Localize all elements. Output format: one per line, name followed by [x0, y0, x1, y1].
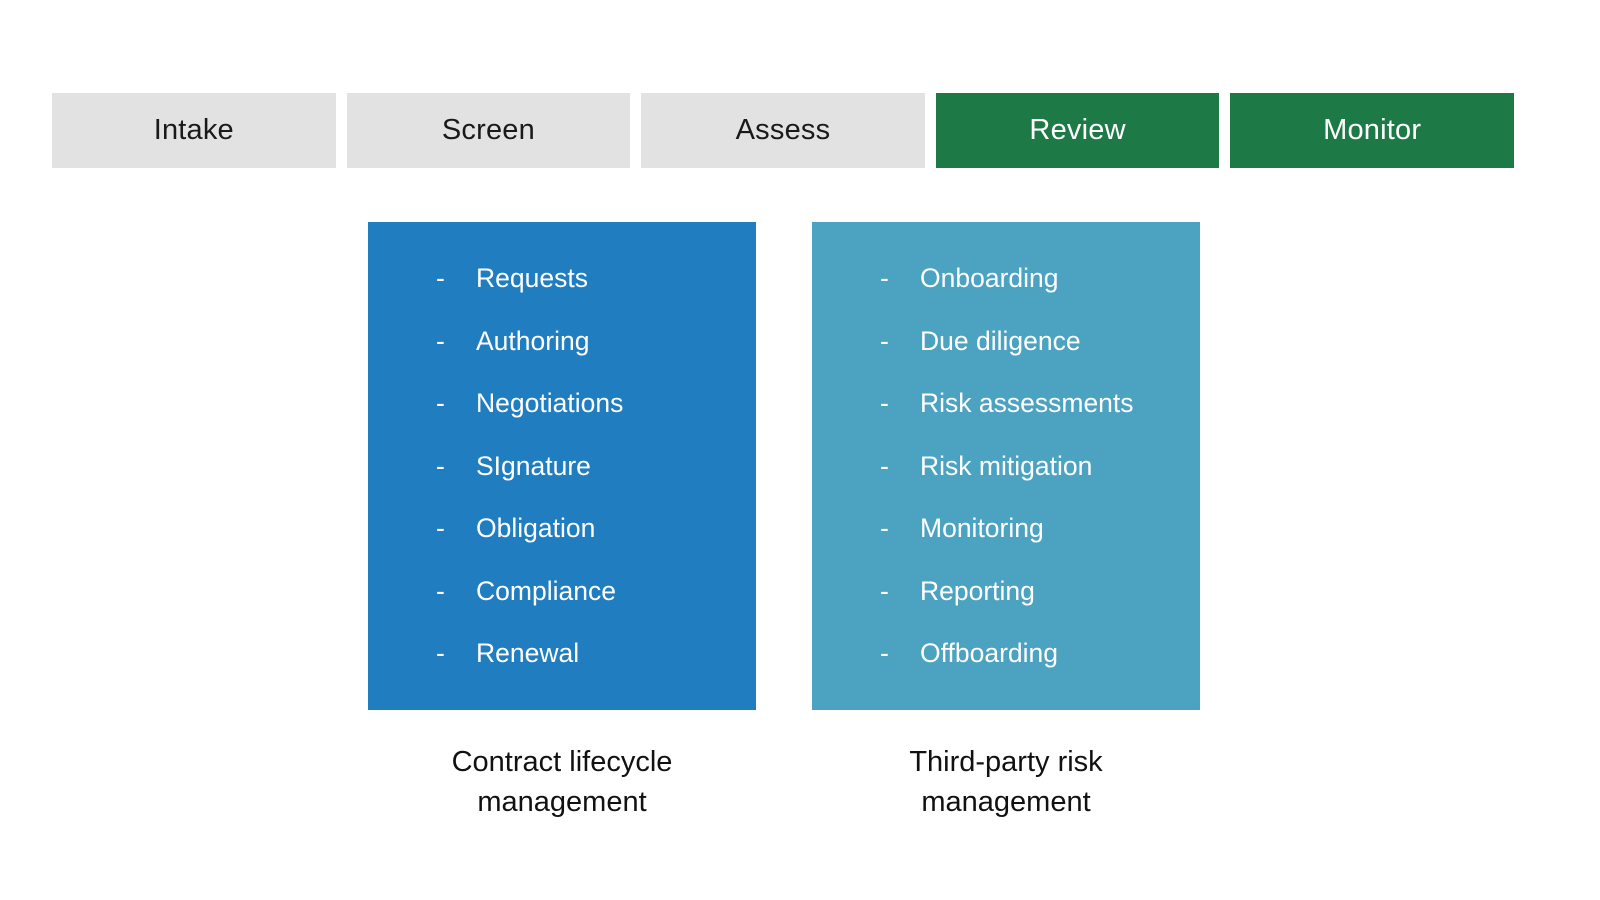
- list-item-label: Renewal: [476, 638, 580, 668]
- list-item-label: Offboarding: [920, 638, 1058, 668]
- dash-bullet: -: [880, 450, 889, 481]
- list-item-label: Obligation: [476, 513, 596, 543]
- tprm-caption-text: Third-party risk management: [909, 746, 1103, 818]
- clm-panel: - Requests - Authoring - Negotiations - …: [368, 222, 756, 710]
- list-item: - Compliance: [436, 560, 746, 623]
- clm-caption: Contract lifecycle management: [368, 742, 756, 822]
- dash-bullet: -: [880, 388, 889, 418]
- list-item: - Onboarding: [880, 247, 1190, 310]
- list-item-label: Onboarding: [920, 263, 1059, 293]
- list-item: - Monitoring: [880, 497, 1190, 560]
- stage-review: Review: [935, 93, 1220, 168]
- dash-bullet: -: [436, 513, 445, 543]
- list-item-label: SIgnature: [476, 450, 591, 481]
- list-item-label: Authoring: [476, 325, 590, 356]
- list-item: - Requests: [436, 247, 746, 310]
- list-item-label: Reporting: [920, 575, 1035, 606]
- dash-bullet: -: [880, 263, 889, 293]
- dash-bullet: -: [436, 450, 445, 481]
- dash-bullet: -: [880, 513, 889, 543]
- list-item-label: Compliance: [476, 575, 616, 606]
- clm-item-list: - Requests - Authoring - Negotiations - …: [368, 222, 756, 685]
- list-item: - SIgnature: [436, 435, 746, 498]
- stage-assess: Assess: [641, 93, 925, 168]
- dash-bullet: -: [880, 575, 889, 606]
- stage-monitor-label: Monitor: [1323, 114, 1422, 146]
- list-item: - Risk mitigation: [880, 435, 1190, 498]
- dash-bullet: -: [880, 325, 889, 356]
- list-item-label: Requests: [476, 263, 588, 293]
- stage-assess-label: Assess: [735, 114, 831, 146]
- list-item-label: Risk mitigation: [920, 450, 1093, 481]
- tprm-panel: - Onboarding - Due diligence - Risk asse…: [812, 222, 1200, 710]
- dash-bullet: -: [436, 388, 445, 418]
- stage-screen-label: Screen: [441, 114, 535, 146]
- stage-intake-label: Intake: [153, 114, 234, 146]
- stage-monitor: Monitor: [1230, 93, 1514, 168]
- list-item-label: Due diligence: [920, 325, 1081, 356]
- list-item-label: Negotiations: [476, 388, 624, 418]
- stage-intake: Intake: [52, 93, 336, 168]
- stage-review-label: Review: [1029, 114, 1126, 146]
- list-item-label: Monitoring: [920, 513, 1044, 543]
- list-item: - Authoring: [436, 310, 746, 373]
- dash-bullet: -: [436, 263, 445, 293]
- clm-caption-text: Contract lifecycle management: [451, 746, 673, 818]
- list-item: - Risk assessments: [880, 372, 1190, 435]
- list-item: - Reporting: [880, 560, 1190, 623]
- dash-bullet: -: [436, 575, 445, 606]
- list-item: - Negotiations: [436, 372, 746, 435]
- tprm-item-list: - Onboarding - Due diligence - Risk asse…: [812, 222, 1200, 685]
- tprm-caption: Third-party risk management: [812, 742, 1200, 822]
- dash-bullet: -: [436, 638, 445, 668]
- list-item: - Due diligence: [880, 310, 1190, 373]
- dash-bullet: -: [880, 638, 889, 668]
- list-item-label: Risk assessments: [920, 388, 1134, 418]
- stage-row: Intake Screen Assess Review Monitor: [52, 93, 1514, 168]
- list-item: - Offboarding: [880, 622, 1190, 685]
- list-item: - Renewal: [436, 622, 746, 685]
- list-item: - Obligation: [436, 497, 746, 560]
- dash-bullet: -: [436, 325, 445, 356]
- stage-screen: Screen: [346, 93, 631, 168]
